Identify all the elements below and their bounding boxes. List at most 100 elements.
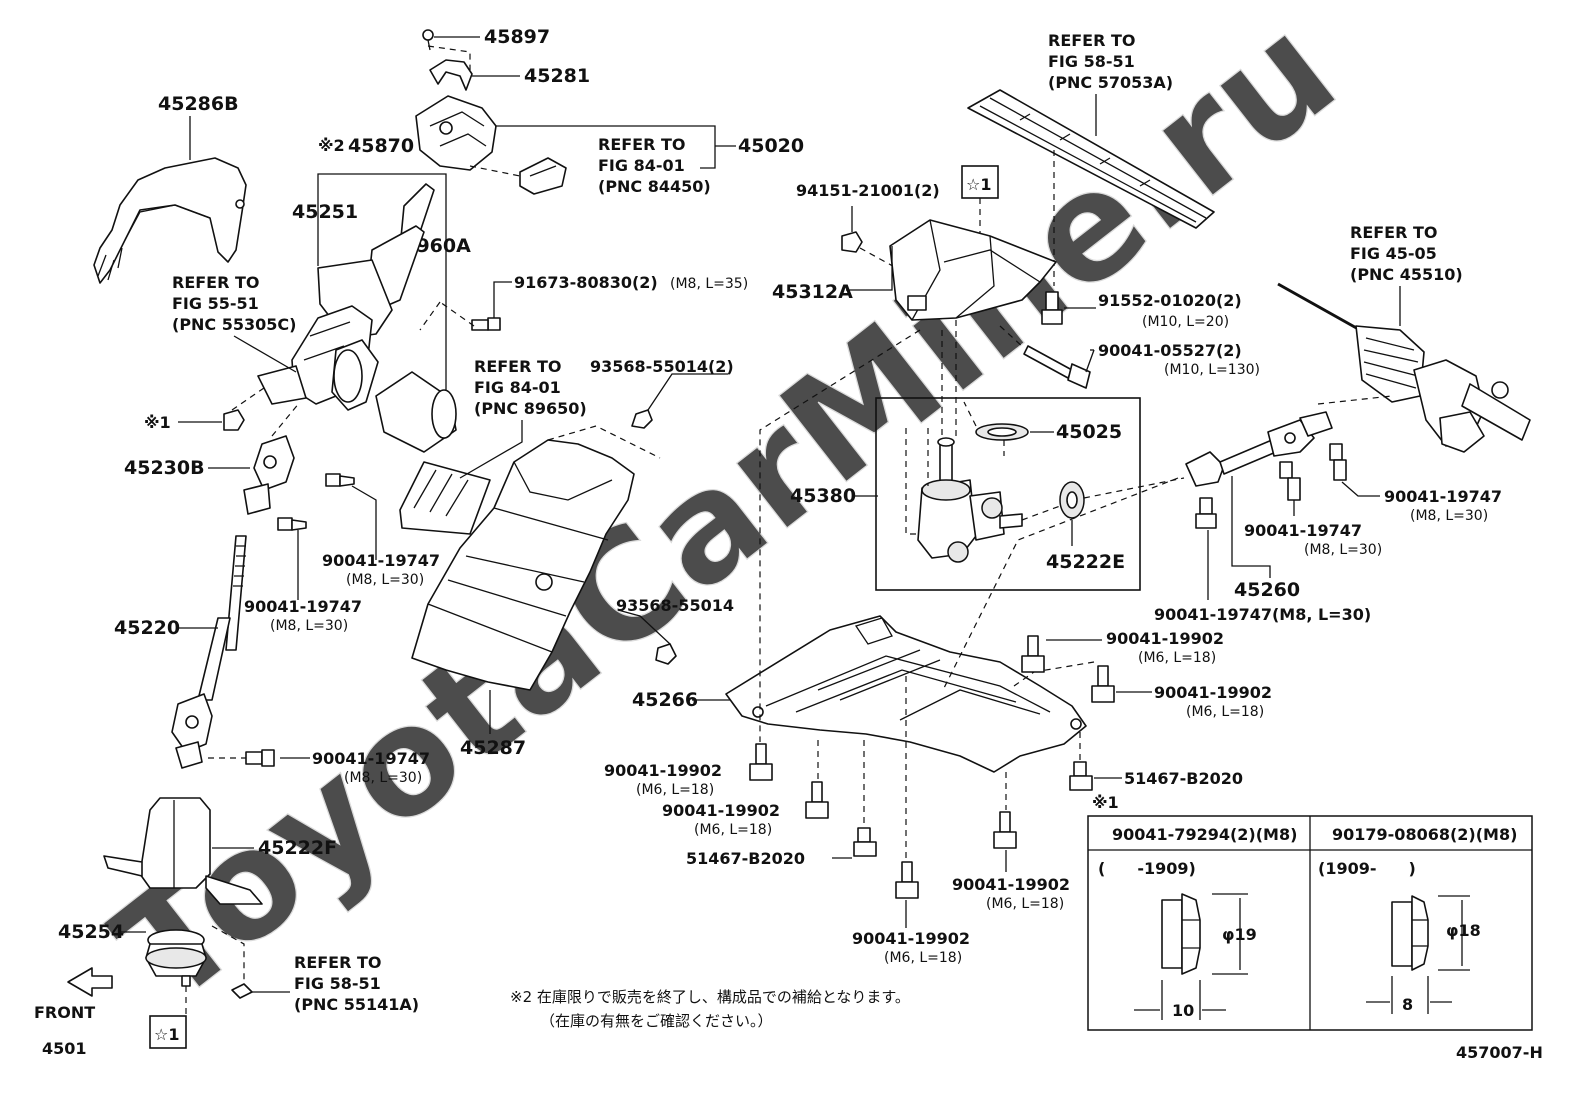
svg-text:FIG 84-01: FIG 84-01 [474,378,561,397]
label-45260: 45260 [1234,579,1300,601]
nut-mark1[interactable] [223,409,245,431]
label-45020: 45020 [738,135,804,157]
ref-84450[interactable]: REFER TO FIG 84-01 (PNC 84450) [598,135,711,196]
figure-code: 457007-H [1456,1043,1543,1062]
svg-text:☆1: ☆1 [966,175,991,194]
label-90041-19747-b: 90041-19747 [244,597,362,616]
steering-column-45251[interactable] [257,183,457,453]
ref-89650[interactable]: REFER TO FIG 84-01 (PNC 89650) [474,357,587,418]
table-col2-dia: φ18 [1446,921,1481,940]
spec-90041-19902-d: (M6, L=18) [986,896,1064,912]
label-93568-55014-2: 93568-55014(2) [590,357,734,376]
label-91673-80830: 91673-80830(2) [514,273,658,292]
seal-45025[interactable] [975,423,1029,441]
svg-text:REFER TO: REFER TO [1350,223,1438,242]
bolt-90041-19747-a[interactable] [325,473,355,487]
universal-joint-45230b[interactable] [243,435,295,515]
boot-45254[interactable] [145,929,207,987]
column-cover-upper-45286b[interactable] [93,157,247,284]
label-91552-01020: 91552-01020(2) [1098,291,1242,310]
bolt-90041-19747-c[interactable] [245,749,275,767]
steering-lock-45020[interactable] [415,95,567,195]
table-col1-head: 90041-79294(2)(M8) [1112,825,1297,844]
column-cover-lower-45287[interactable] [411,439,635,691]
bolt-90041-05527[interactable] [1023,345,1091,389]
box-45380 [875,397,1141,591]
spec-90041-19902-c: (M6, L=18) [884,950,962,966]
rail-57053a[interactable] [967,89,1215,229]
bolt-91673-80830[interactable] [471,317,501,331]
ref-55141a[interactable]: REFER TO FIG 58-51 (PNC 55141A) [294,953,419,1014]
label-45025: 45025 [1056,421,1122,443]
ref-55305c[interactable]: REFER TO FIG 55-51 (PNC 55305C) [172,273,296,334]
screw-45897[interactable] [422,29,434,51]
bolt-90041-19747-f[interactable] [1329,443,1347,481]
ref-45510[interactable]: REFER TO FIG 45-05 (PNC 45510) [1350,223,1463,284]
bracket-45312a[interactable] [889,219,1057,321]
bolt-91552-01020[interactable] [1041,291,1063,325]
label-45222f: 45222F [258,837,337,859]
bolt-90041-19747-b[interactable] [277,517,307,531]
bolt-90041-19902-c[interactable] [895,861,919,899]
svg-text:(PNC 89650): (PNC 89650) [474,399,587,418]
label-90041-19747-c: 90041-19747 [312,749,430,768]
label-90041-19747-d: 90041-19747(M8, L=30) [1154,605,1371,624]
svg-text:FIG 84-01: FIG 84-01 [598,156,685,175]
spec-90041-19902-b: (M6, L=18) [694,822,772,838]
steering-rack-45510[interactable] [1277,282,1531,453]
spec-90041-19902-e: (M6, L=18) [1138,650,1216,666]
clip-93568-55014-upper[interactable] [631,409,653,429]
bolt-90041-19747-e[interactable] [1279,461,1301,501]
front-arrow-icon [67,967,113,997]
nut-drawing-19 [1134,893,1248,1020]
gear-housing-45380[interactable] [917,437,1023,563]
svg-text:(PNC 45510): (PNC 45510) [1350,265,1463,284]
label-45870: 45870 [348,135,414,157]
cap-45281[interactable] [429,59,473,91]
svg-text:(PNC 55141A): (PNC 55141A) [294,995,419,1014]
nut-94151-21001[interactable] [841,231,863,253]
table-col1-range: ( -1909) [1098,859,1196,878]
nut-51467-b2020-b[interactable] [1069,761,1093,791]
bolt-90041-19902-f[interactable] [1091,665,1115,703]
svg-text:(PNC 57053A): (PNC 57053A) [1048,73,1173,92]
bolt-90041-19902-a[interactable] [749,743,773,781]
bracket-plate[interactable] [399,461,491,535]
bolt-90041-19747-d[interactable] [1195,497,1217,529]
svg-text:REFER TO: REFER TO [1048,31,1136,50]
label-90041-19747-f: 90041-19747 [1384,487,1502,506]
ref-57053a[interactable]: REFER TO FIG 58-51 (PNC 57053A) [1048,31,1173,92]
bolt-90041-19902-e[interactable] [1021,635,1045,673]
label-51467-b2020-b: 51467-B2020 [1124,769,1243,788]
nut-51467-b2020-a[interactable] [853,827,877,857]
spec-91552-01020: (M10, L=20) [1142,314,1229,330]
label-90041-19747-e: 90041-19747 [1244,521,1362,540]
intermediate-shaft-45220[interactable] [171,535,247,769]
shaft-45260[interactable] [1185,411,1333,487]
clip-93568-55014-lower[interactable] [655,643,677,665]
cover-45222f[interactable] [103,797,263,905]
table-col2-head: 90179-08068(2)(M8) [1332,825,1517,844]
star1-box-lower: ☆1 [149,1015,187,1049]
washer-45222e[interactable] [1059,481,1085,519]
mark-45870: ※2 [318,136,345,155]
spec-90041-05527: (M10, L=130) [1164,362,1260,378]
label-45897: 45897 [484,26,550,48]
svg-text:REFER TO: REFER TO [598,135,686,154]
footnote-line1: ※2 在庫限りで販売を終了し、構成品での補給となります。 [510,988,910,1006]
bolt-90041-19902-b[interactable] [805,781,829,819]
label-93568-55014: 93568-55014 [616,596,734,615]
label-90041-19902-d: 90041-19902 [952,875,1070,894]
spec-90041-19747-a: (M8, L=30) [346,572,424,588]
mark-1-left: ※1 [144,413,171,432]
bolt-90041-19902-d[interactable] [993,811,1017,849]
table-col2-width: 8 [1402,995,1413,1014]
svg-text:REFER TO: REFER TO [172,273,260,292]
svg-text:REFER TO: REFER TO [294,953,382,972]
label-45251: 45251 [292,201,358,223]
label-45254: 45254 [58,921,124,943]
svg-text:☆1: ☆1 [154,1025,179,1044]
label-45281: 45281 [524,65,590,87]
label-45312a: 45312A [772,281,853,303]
label-90041-19902-e: 90041-19902 [1106,629,1224,648]
